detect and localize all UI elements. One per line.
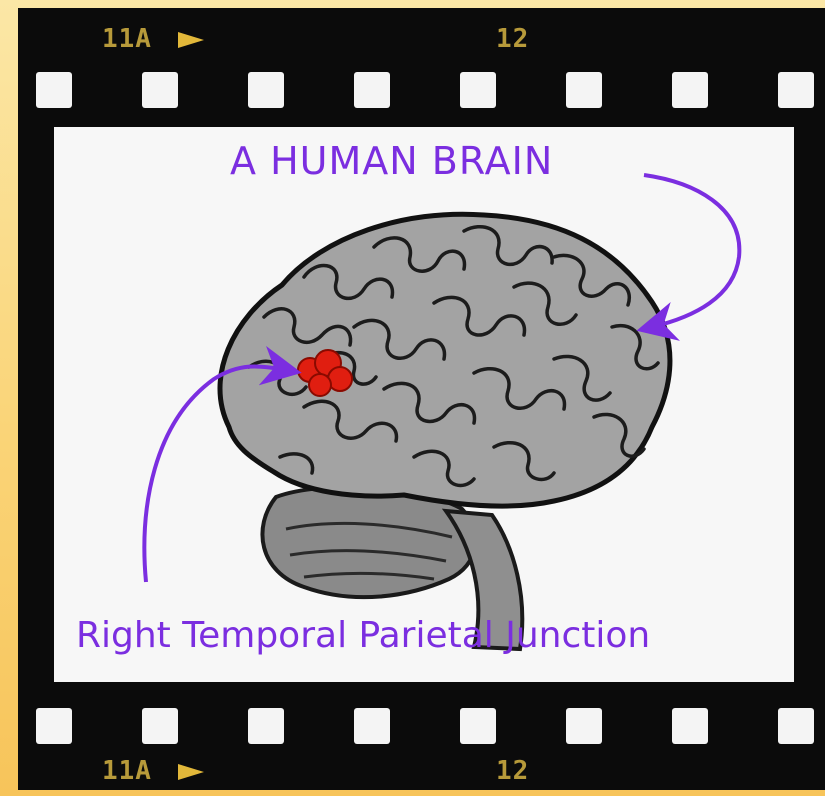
frame-number-bottom-left: 11A xyxy=(102,756,152,786)
sprocket-hole xyxy=(142,72,178,108)
sprocket-hole xyxy=(778,72,814,108)
frame-number-top-left: 11A xyxy=(102,24,152,54)
diagram-panel: A HUMAN BRAIN Right Temporal Parietal Ju… xyxy=(54,127,794,682)
frame-arrow-top xyxy=(178,32,204,48)
frame-number-top-right: 12 xyxy=(496,24,529,54)
sprocket-hole xyxy=(36,72,72,108)
frame-number-bottom-right: 12 xyxy=(496,756,529,786)
sprocket-hole xyxy=(36,708,72,744)
sprocket-hole xyxy=(460,72,496,108)
sprocket-hole xyxy=(672,708,708,744)
region-label: Right Temporal Parietal Junction xyxy=(76,615,650,656)
title-arrow xyxy=(644,175,739,327)
sprocket-hole xyxy=(354,72,390,108)
sprocket-hole xyxy=(460,708,496,744)
sprocket-hole xyxy=(248,708,284,744)
sprocket-hole xyxy=(248,72,284,108)
sprocket-hole xyxy=(672,72,708,108)
sprocket-hole xyxy=(778,708,814,744)
sprocket-hole xyxy=(354,708,390,744)
frame-arrow-bottom xyxy=(178,764,204,780)
sprocket-hole xyxy=(566,72,602,108)
brain-illustration xyxy=(54,127,794,682)
sprocket-hole xyxy=(142,708,178,744)
diagram-title: A HUMAN BRAIN xyxy=(230,139,553,183)
sprocket-hole xyxy=(566,708,602,744)
